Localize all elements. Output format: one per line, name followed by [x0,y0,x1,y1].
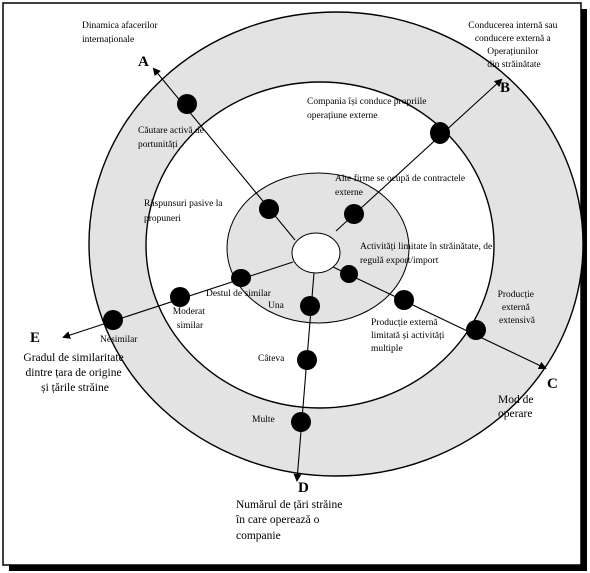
axis-title-c: Mod de operare [498,394,536,420]
dot-c-inner [340,265,358,283]
axis-title-b: Conducerea internă sau conducere externă… [468,21,560,70]
label-a-inner: Răspunsuri pasive la propuneri [144,199,225,224]
dot-e-inner [231,269,251,287]
axis-title-d: Numărul de țări străine în care operează… [235,499,345,542]
dot-b-inner [344,204,364,224]
label-c-middle: Producție externă limitată și activități… [371,318,447,354]
label-b-outer: Compania își conduce propriile operațiun… [307,97,429,121]
core-circle [291,232,341,274]
dot-c-middle [394,290,414,310]
label-c-inner: Activități limitate în străinătate, de r… [360,242,495,266]
dot-b-outer [430,122,450,144]
dot-d-inner [300,296,320,316]
axis-letter-e: E [30,330,40,346]
axis-letter-a: A [138,54,149,70]
axis-c [332,266,547,370]
axis-letter-b: B [500,80,510,96]
label-d-outer: Multe [252,415,275,425]
label-c-outer: Producție externă extensivă [498,290,537,326]
axis-letter-c: C [547,376,558,392]
axis-title-e: Gradul de similaritate dintre țara de or… [23,352,126,394]
label-e-middle: Moderat similar [173,307,208,331]
label-e-outer: Nesimilar [100,335,138,345]
label-b-inner: Alte firme se ocupă de contractele exter… [335,173,467,198]
dot-e-middle [170,287,190,307]
dot-e-outer [103,310,123,330]
axis-letter-d: D [298,480,309,496]
dot-a-inner [259,199,279,219]
dot-a-outer [177,94,197,114]
dot-c-outer [466,320,486,340]
dot-d-outer [291,412,311,432]
label-d-inner: Una [268,301,285,311]
axis-title-a: Dinamica afacerilor internaționale [82,20,160,45]
dot-d-middle [297,350,317,370]
label-e-inner: Destul de similar [206,289,272,299]
label-d-middle: Câteva [258,354,285,364]
label-a-outer: Căutare activă de portunități [138,126,206,150]
axis-b [335,78,503,232]
